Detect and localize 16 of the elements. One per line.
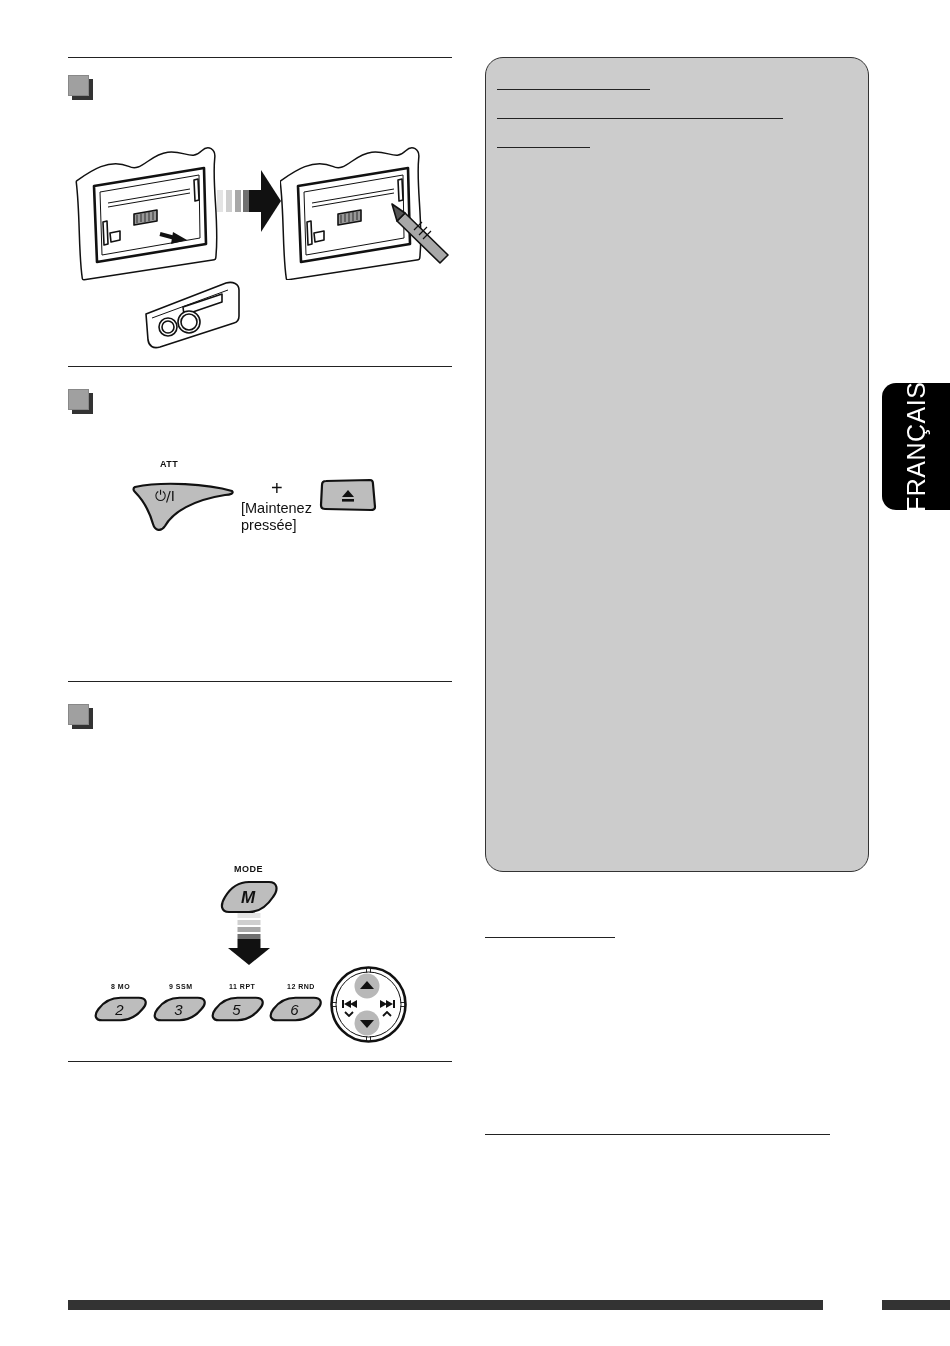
button-caption: ATT — [160, 460, 179, 469]
preset-button: 5 — [210, 997, 265, 1021]
eject-button — [320, 479, 375, 512]
hold-instruction: [Maintenez pressée] — [241, 500, 313, 534]
control-dial — [330, 966, 407, 1043]
preset-button: 3 — [152, 997, 207, 1021]
preset-button: 6 — [268, 997, 323, 1021]
block-arrow — [217, 170, 281, 232]
block-arrow — [228, 913, 270, 965]
preset-button: 2 — [93, 997, 148, 1021]
language-tab: FRANÇAIS — [882, 383, 950, 510]
power-button: ⏻/I — [133, 482, 233, 532]
reset-pen-drawing — [280, 145, 450, 280]
plus-sign: + — [271, 478, 283, 498]
mode-button: M — [219, 881, 279, 913]
button-caption: MODE — [234, 865, 263, 874]
